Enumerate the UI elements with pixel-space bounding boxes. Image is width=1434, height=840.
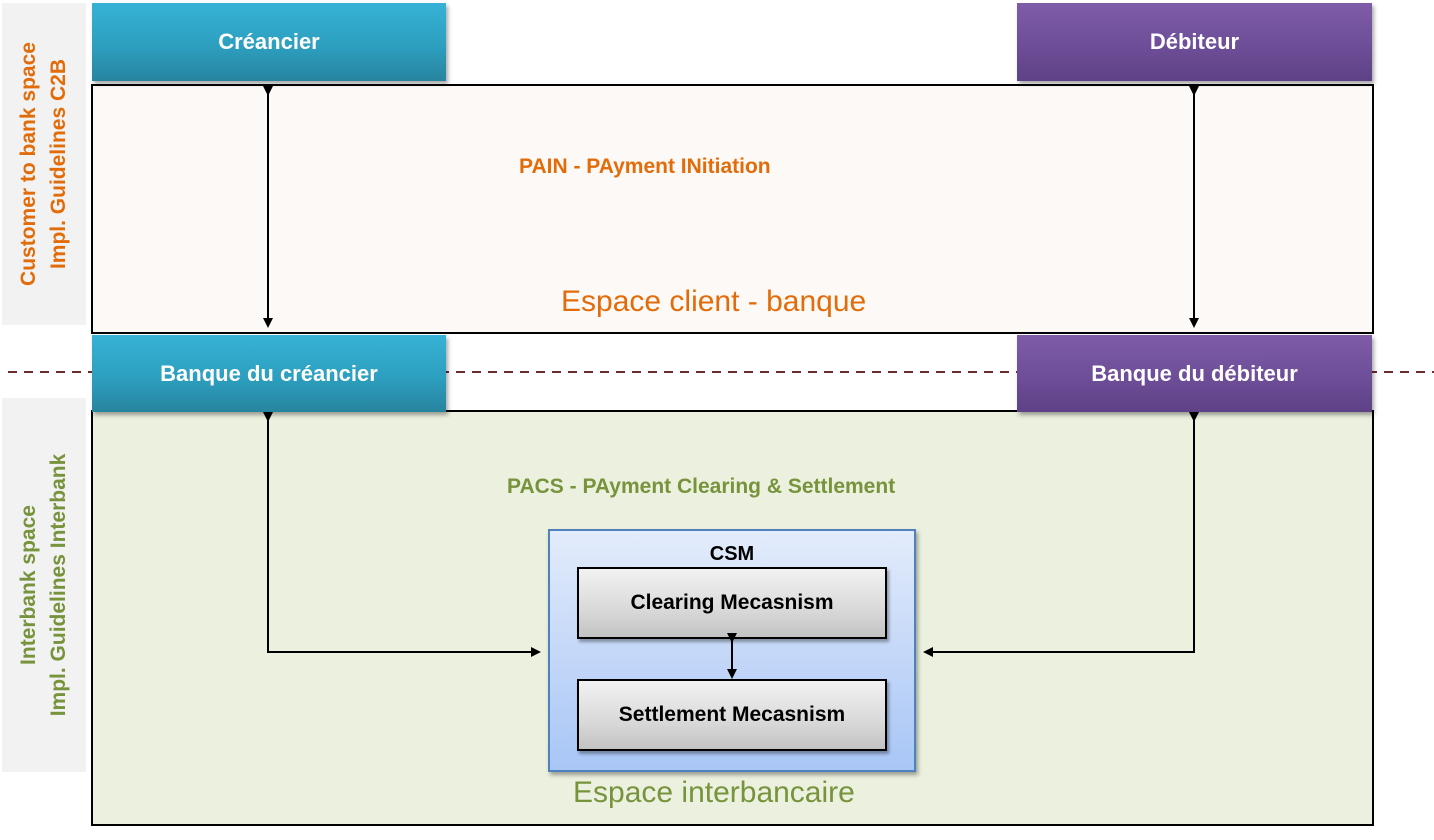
actor-creditor-bank: Banque du créancier: [92, 335, 446, 412]
actor-creditor: Créancier: [92, 3, 446, 81]
side-band-interbank: Interbank space Impl. Guidelines Interba…: [2, 398, 86, 772]
actor-debtor-bank: Banque du débiteur: [1017, 335, 1372, 412]
arrow-creditor-bank-to-csm: [263, 412, 541, 657]
actor-debtor-bank-label: Banque du débiteur: [1091, 360, 1298, 386]
zone-c2b-title: Espace client - banque: [561, 285, 867, 318]
settlement-mechanism-label: Settlement Mecasnism: [618, 703, 846, 726]
zone-interbank-title: Espace interbancaire: [573, 776, 855, 809]
protocol-pain-label: PAIN - PAyment INitiation: [519, 155, 771, 178]
actor-creditor-label: Créancier: [218, 29, 320, 54]
actor-creditor-bank-label: Banque du créancier: [160, 360, 378, 386]
side-band-c2b: Customer to bank space Impl. Guidelines …: [2, 3, 86, 325]
clearing-mechanism-label: Clearing Mecasnism: [630, 591, 834, 614]
arrow-debtor-bank-to-csm: [923, 412, 1199, 657]
clearing-mechanism-box: Clearing Mecasnism: [577, 567, 887, 639]
settlement-mechanism-box: Settlement Mecasnism: [577, 679, 887, 751]
actor-debtor-label: Débiteur: [1149, 29, 1240, 54]
protocol-pacs-label: PACS - PAyment Clearing & Settlement: [507, 475, 896, 498]
csm-title: CSM: [709, 543, 755, 565]
actor-debtor: Débiteur: [1017, 3, 1372, 81]
zone-customer-to-bank: [91, 84, 1374, 334]
